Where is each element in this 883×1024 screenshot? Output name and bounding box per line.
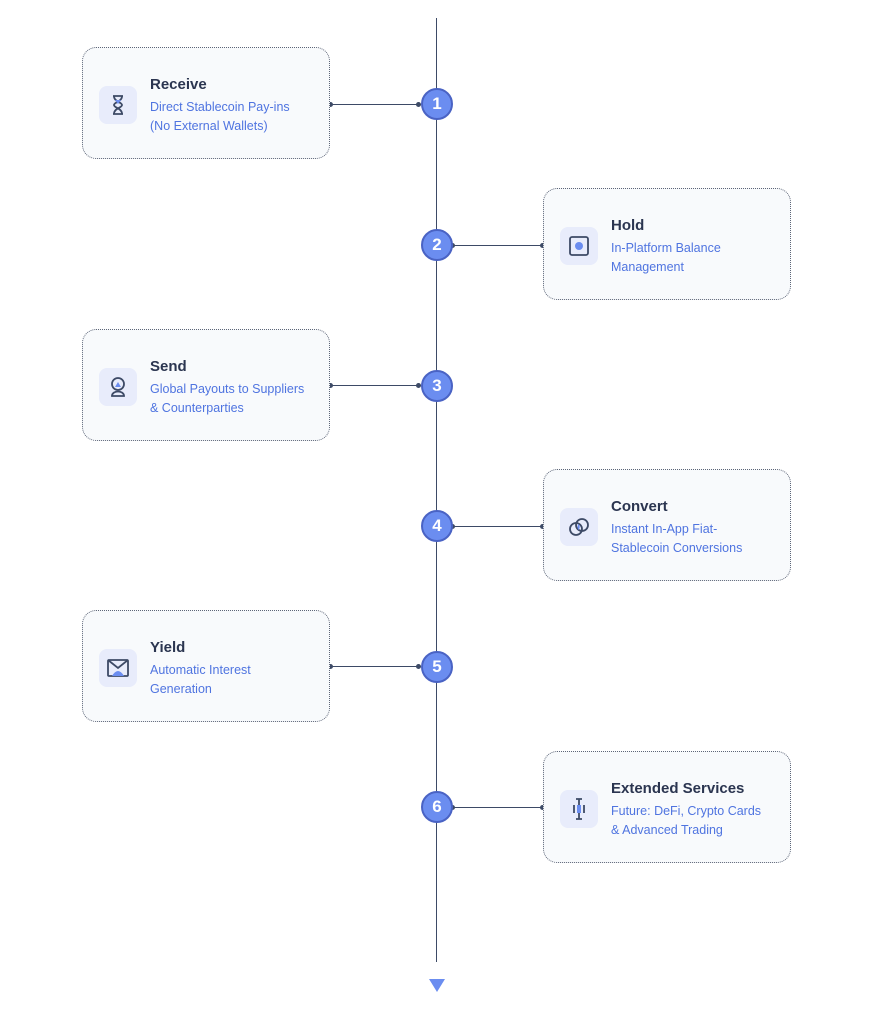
step-description-line2: & Advanced Trading: [611, 823, 723, 837]
step-number-3: 3: [421, 370, 453, 402]
connector-1: [331, 104, 421, 105]
step-number-5: 5: [421, 651, 453, 683]
step-description-line1: Instant In-App Fiat-: [611, 522, 718, 536]
step-description: Future: DeFi, Crypto Cards & Advanced Tr…: [611, 802, 786, 840]
connector-dot-4b: [540, 524, 545, 529]
step-description-line2: Generation: [150, 682, 212, 696]
step-description: In-Platform Balance Management: [611, 239, 786, 277]
step-title: Yield: [150, 639, 186, 656]
connector-6: [453, 807, 543, 808]
connector-dot-3: [328, 383, 333, 388]
step-description: Global Payouts to Suppliers & Counterpar…: [150, 380, 325, 418]
step-title: Hold: [611, 217, 645, 234]
step-card-extended-services: Extended Services Future: DeFi, Crypto C…: [543, 751, 791, 863]
connector-dot-2b: [540, 243, 545, 248]
connector-4: [453, 526, 543, 527]
step-title: Extended Services: [611, 780, 745, 797]
timeline-arrow-down-icon: [429, 979, 445, 992]
step-description-line1: In-Platform Balance: [611, 241, 721, 255]
send-icon: [99, 368, 137, 406]
connector-3: [331, 385, 421, 386]
step-description-line2: Management: [611, 260, 684, 274]
step-description-line1: Future: DeFi, Crypto Cards: [611, 804, 762, 818]
connector-dot-3b: [416, 383, 421, 388]
timeline-line: [436, 18, 437, 962]
connector-dot-5b: [416, 664, 421, 669]
connector-dot-1: [328, 102, 333, 107]
yield-icon: [99, 649, 137, 687]
step-description-line1: Direct Stablecoin Pay-ins: [150, 100, 290, 114]
step-number-2: 2: [421, 229, 453, 261]
connector-dot-6b: [540, 805, 545, 810]
step-description-line2: & Counterparties: [150, 401, 244, 415]
step-card-hold: Hold In-Platform Balance Management: [543, 188, 791, 300]
convert-icon: [560, 508, 598, 546]
candlestick-icon: [560, 790, 598, 828]
connector-2: [453, 245, 543, 246]
step-title: Convert: [611, 498, 668, 515]
step-card-receive: Receive Direct Stablecoin Pay-ins (No Ex…: [82, 47, 330, 159]
step-card-send: Send Global Payouts to Suppliers & Count…: [82, 329, 330, 441]
step-description: Instant In-App Fiat- Stablecoin Conversi…: [611, 520, 786, 558]
step-description: Direct Stablecoin Pay-ins (No External W…: [150, 98, 325, 136]
step-title: Send: [150, 358, 187, 375]
connector-dot-1b: [416, 102, 421, 107]
step-number-4: 4: [421, 510, 453, 542]
step-description-line2: (No External Wallets): [150, 119, 268, 133]
hourglass-icon: [99, 86, 137, 124]
step-title: Receive: [150, 76, 207, 93]
step-number-6: 6: [421, 791, 453, 823]
step-number-1: 1: [421, 88, 453, 120]
safe-icon: [560, 227, 598, 265]
step-description-line1: Global Payouts to Suppliers: [150, 382, 305, 396]
connector-dot-5: [328, 664, 333, 669]
step-description-line2: Stablecoin Conversions: [611, 541, 743, 555]
connector-5: [331, 666, 421, 667]
step-card-convert: Convert Instant In-App Fiat- Stablecoin …: [543, 469, 791, 581]
step-card-yield: Yield Automatic Interest Generation: [82, 610, 330, 722]
step-description-line1: Automatic Interest: [150, 663, 251, 677]
step-description: Automatic Interest Generation: [150, 661, 325, 699]
